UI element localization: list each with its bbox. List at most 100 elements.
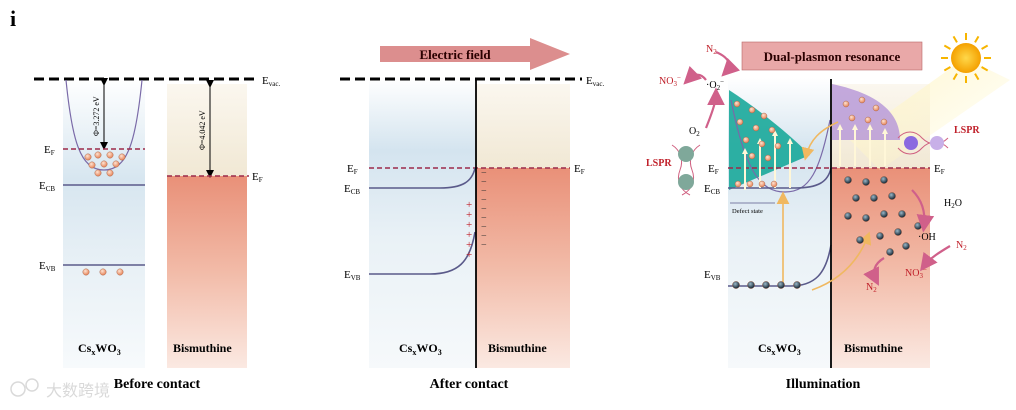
watermark-text: 大数跨境 (46, 381, 110, 400)
hole (888, 192, 896, 200)
electron (106, 151, 114, 159)
lspr-particle-right (897, 131, 949, 155)
excitation-arrowhead (742, 148, 748, 154)
no3-label-top: NO3− (659, 74, 681, 88)
lspr-label-left: LSPR (646, 158, 672, 169)
oh-label: ·OH (918, 232, 936, 243)
conduction-band-3 (728, 167, 832, 189)
excitation-arrowhead (837, 124, 843, 130)
h2o-label: H2O (944, 198, 962, 210)
svg-text:Evac.: Evac. (262, 75, 280, 88)
hole (762, 281, 770, 289)
ef-label-left: E (44, 144, 51, 156)
hole (914, 222, 922, 230)
electron (116, 268, 124, 276)
hole (862, 214, 870, 222)
electron (742, 136, 750, 144)
electron (736, 118, 744, 126)
electron-transfer-arrow (801, 121, 839, 161)
sun-ray (943, 44, 951, 50)
svg-text:EF: EF (252, 171, 263, 184)
electron (758, 180, 766, 188)
panel-after-contact: Electric field Evac. EF EF ECB EVB +++++… (340, 38, 604, 392)
svg-text:CsxWO3: CsxWO3 (758, 341, 801, 357)
n2-oxidation-arrow (715, 50, 740, 77)
svg-text:EF: EF (44, 144, 55, 157)
sun-ray (952, 73, 958, 81)
electron (94, 169, 102, 177)
n2-label-bottom: N2 (866, 282, 877, 294)
electron (872, 104, 880, 112)
svg-text:EVB: EVB (344, 269, 361, 282)
bismuthine-upper-block (167, 84, 247, 176)
svg-text:EVB: EVB (704, 269, 721, 282)
svg-text:EF: EF (708, 163, 719, 176)
sun-ray (981, 66, 989, 72)
electron (842, 100, 850, 108)
negative-charge: − (481, 231, 487, 242)
electron (768, 126, 776, 134)
lspr-label-right: LSPR (954, 125, 980, 136)
svg-text:EF: EF (347, 163, 358, 176)
hot-electrons (733, 96, 888, 188)
hole (880, 176, 888, 184)
material-label-bismuthine: Bismuthine (173, 341, 232, 355)
hole (793, 281, 801, 289)
o2-label: O2 (689, 126, 700, 138)
superoxide-label: ·O2− (706, 78, 724, 92)
svg-text:ECB: ECB (39, 180, 55, 193)
electron (748, 106, 756, 114)
electron (880, 118, 888, 126)
evb-label: E (39, 260, 46, 272)
negative-charge: − (481, 195, 487, 206)
negative-charge: − (481, 186, 487, 197)
excitation-arrowhead (882, 128, 888, 134)
hole (876, 232, 884, 240)
hole (732, 281, 740, 289)
sun-ray (952, 35, 958, 43)
caption-before-contact: Before contact (114, 377, 201, 392)
hole (852, 194, 860, 202)
electron (100, 160, 108, 168)
electrons-cb (84, 151, 126, 177)
lspr-particle-left (671, 144, 701, 196)
ef-label-right: E (252, 171, 259, 183)
electron (112, 160, 120, 168)
electron (88, 161, 96, 169)
hole (902, 242, 910, 250)
electric-field-arrow (380, 38, 570, 70)
evac-label: E (262, 75, 269, 87)
excitation-arrows (742, 124, 888, 190)
material-label-bismuthine-2: Bismuthine (488, 341, 547, 355)
light-beam (850, 58, 1010, 170)
positive-charge: + (466, 209, 472, 221)
excitation-arrowhead (852, 124, 858, 130)
negative-charge: − (481, 204, 487, 215)
dual-plasmon-banner (741, 41, 923, 71)
electron (770, 180, 778, 188)
positive-charge: + (466, 199, 472, 211)
positive-charge: + (466, 239, 472, 251)
ecb-label: E (39, 180, 46, 192)
watermark: 大数跨境 (10, 378, 110, 400)
hole (880, 210, 888, 218)
sun-ray (981, 44, 989, 50)
electron (734, 180, 742, 188)
hole (898, 210, 906, 218)
n2-label-top: N2 (706, 44, 717, 56)
space-charges: ++++++−−−−−−−−− (466, 168, 487, 261)
electron (774, 142, 782, 150)
positive-charge: + (466, 249, 472, 261)
sun-icon (941, 33, 991, 83)
svg-text:EF: EF (934, 163, 945, 176)
hole (856, 236, 864, 244)
electron (848, 114, 856, 122)
svg-text:ECB: ECB (704, 183, 720, 196)
bismuthine-lower-block (167, 176, 247, 368)
cswo3-block-2 (369, 78, 475, 368)
electrons-vb (82, 268, 124, 276)
defect-state-label: Defect state (732, 208, 763, 215)
phi-cs-label: Φ=3.272 eV (92, 96, 101, 136)
positive-charge: + (466, 219, 472, 231)
sun-ray (974, 73, 980, 81)
